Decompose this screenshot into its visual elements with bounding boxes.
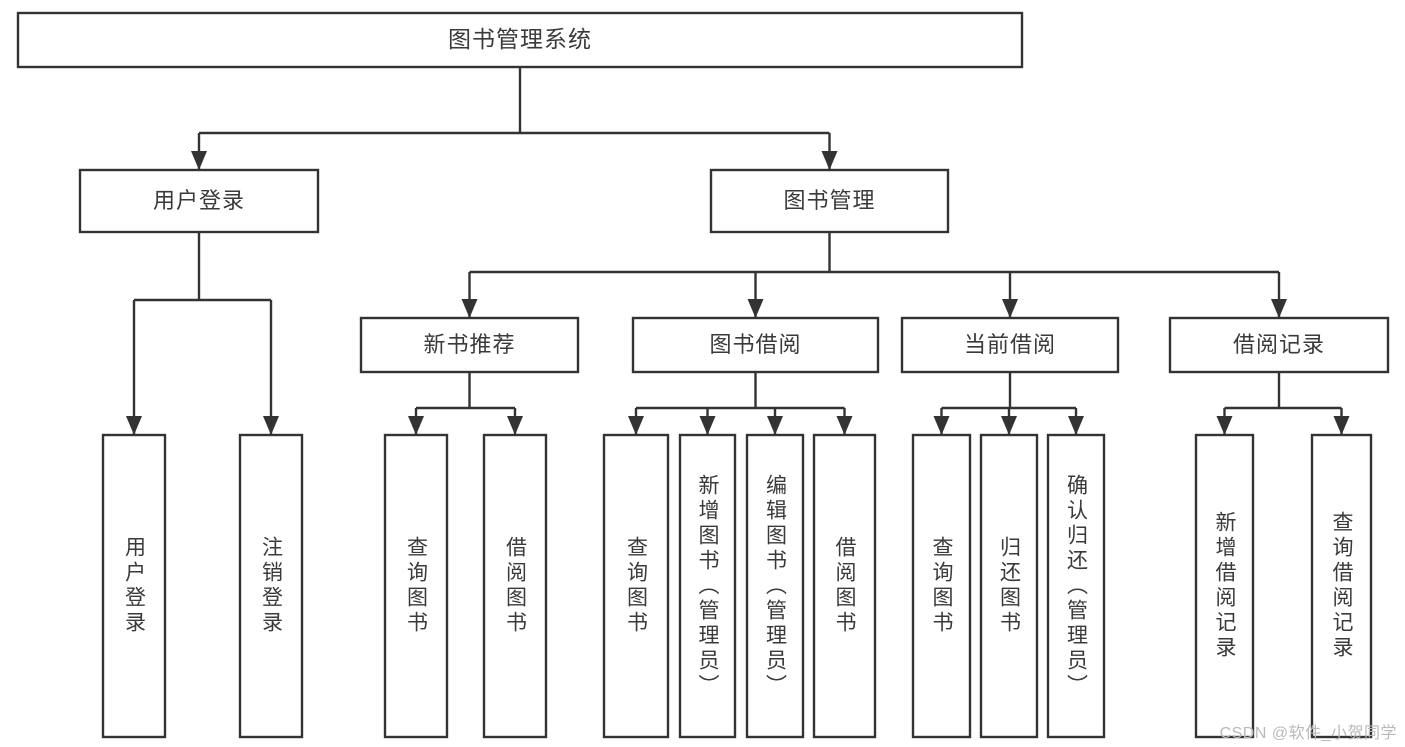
leaf-node-9-box[interactable] bbox=[979, 433, 1039, 739]
arrow-head-icon bbox=[408, 416, 424, 435]
arrow-head-icon bbox=[507, 416, 523, 435]
arrow-head-icon bbox=[1216, 416, 1233, 435]
leaf-node-0-box[interactable] bbox=[101, 433, 167, 739]
level3-node-0-box[interactable] bbox=[359, 316, 580, 374]
arrow-head-icon bbox=[933, 416, 950, 435]
arrow-head-icon bbox=[1001, 416, 1017, 435]
leaf-node-5-box[interactable] bbox=[678, 433, 737, 739]
arrow-head-icon bbox=[1068, 416, 1084, 435]
leaf-node-7-box[interactable] bbox=[812, 433, 877, 739]
arrow-head-icon bbox=[263, 416, 279, 435]
level3-node-1-box[interactable] bbox=[631, 316, 880, 374]
level2-node-0-box[interactable] bbox=[78, 168, 320, 234]
leaf-node-1-box[interactable] bbox=[238, 433, 304, 739]
level3-node-2-box[interactable] bbox=[900, 316, 1120, 374]
box-layer bbox=[16, 11, 1390, 739]
arrow-head-icon bbox=[191, 151, 207, 170]
level2-node-1-box[interactable] bbox=[709, 168, 950, 234]
leaf-node-3-box[interactable] bbox=[482, 433, 548, 739]
leaf-node-10-box[interactable] bbox=[1046, 433, 1106, 739]
leaf-node-2-box[interactable] bbox=[383, 433, 449, 739]
arrow-head-icon bbox=[821, 151, 838, 170]
leaf-node-4-box[interactable] bbox=[602, 433, 670, 739]
arrow-head-icon bbox=[747, 299, 764, 318]
arrow-head-icon bbox=[1002, 299, 1018, 318]
leaf-node-12-box[interactable] bbox=[1310, 433, 1373, 739]
arrow-head-icon bbox=[836, 416, 853, 435]
arrow-head-icon bbox=[1333, 416, 1350, 435]
arrow-head-icon bbox=[628, 416, 644, 435]
arrow-head-icon bbox=[461, 299, 478, 318]
leaf-node-6-box[interactable] bbox=[745, 433, 805, 739]
level3-node-3-box[interactable] bbox=[1168, 316, 1390, 374]
leaf-node-11-box[interactable] bbox=[1194, 433, 1255, 739]
arrow-head-icon bbox=[126, 416, 142, 435]
leaf-node-8-box[interactable] bbox=[911, 433, 972, 739]
arrow-head-icon bbox=[767, 416, 783, 435]
root-node-box[interactable] bbox=[16, 11, 1024, 69]
arrow-head-icon bbox=[1271, 299, 1287, 318]
watermark-text: CSDN @软件_小贺同学 bbox=[1219, 725, 1397, 742]
edge-layer bbox=[126, 67, 1350, 435]
arrow-head-icon bbox=[699, 416, 716, 435]
